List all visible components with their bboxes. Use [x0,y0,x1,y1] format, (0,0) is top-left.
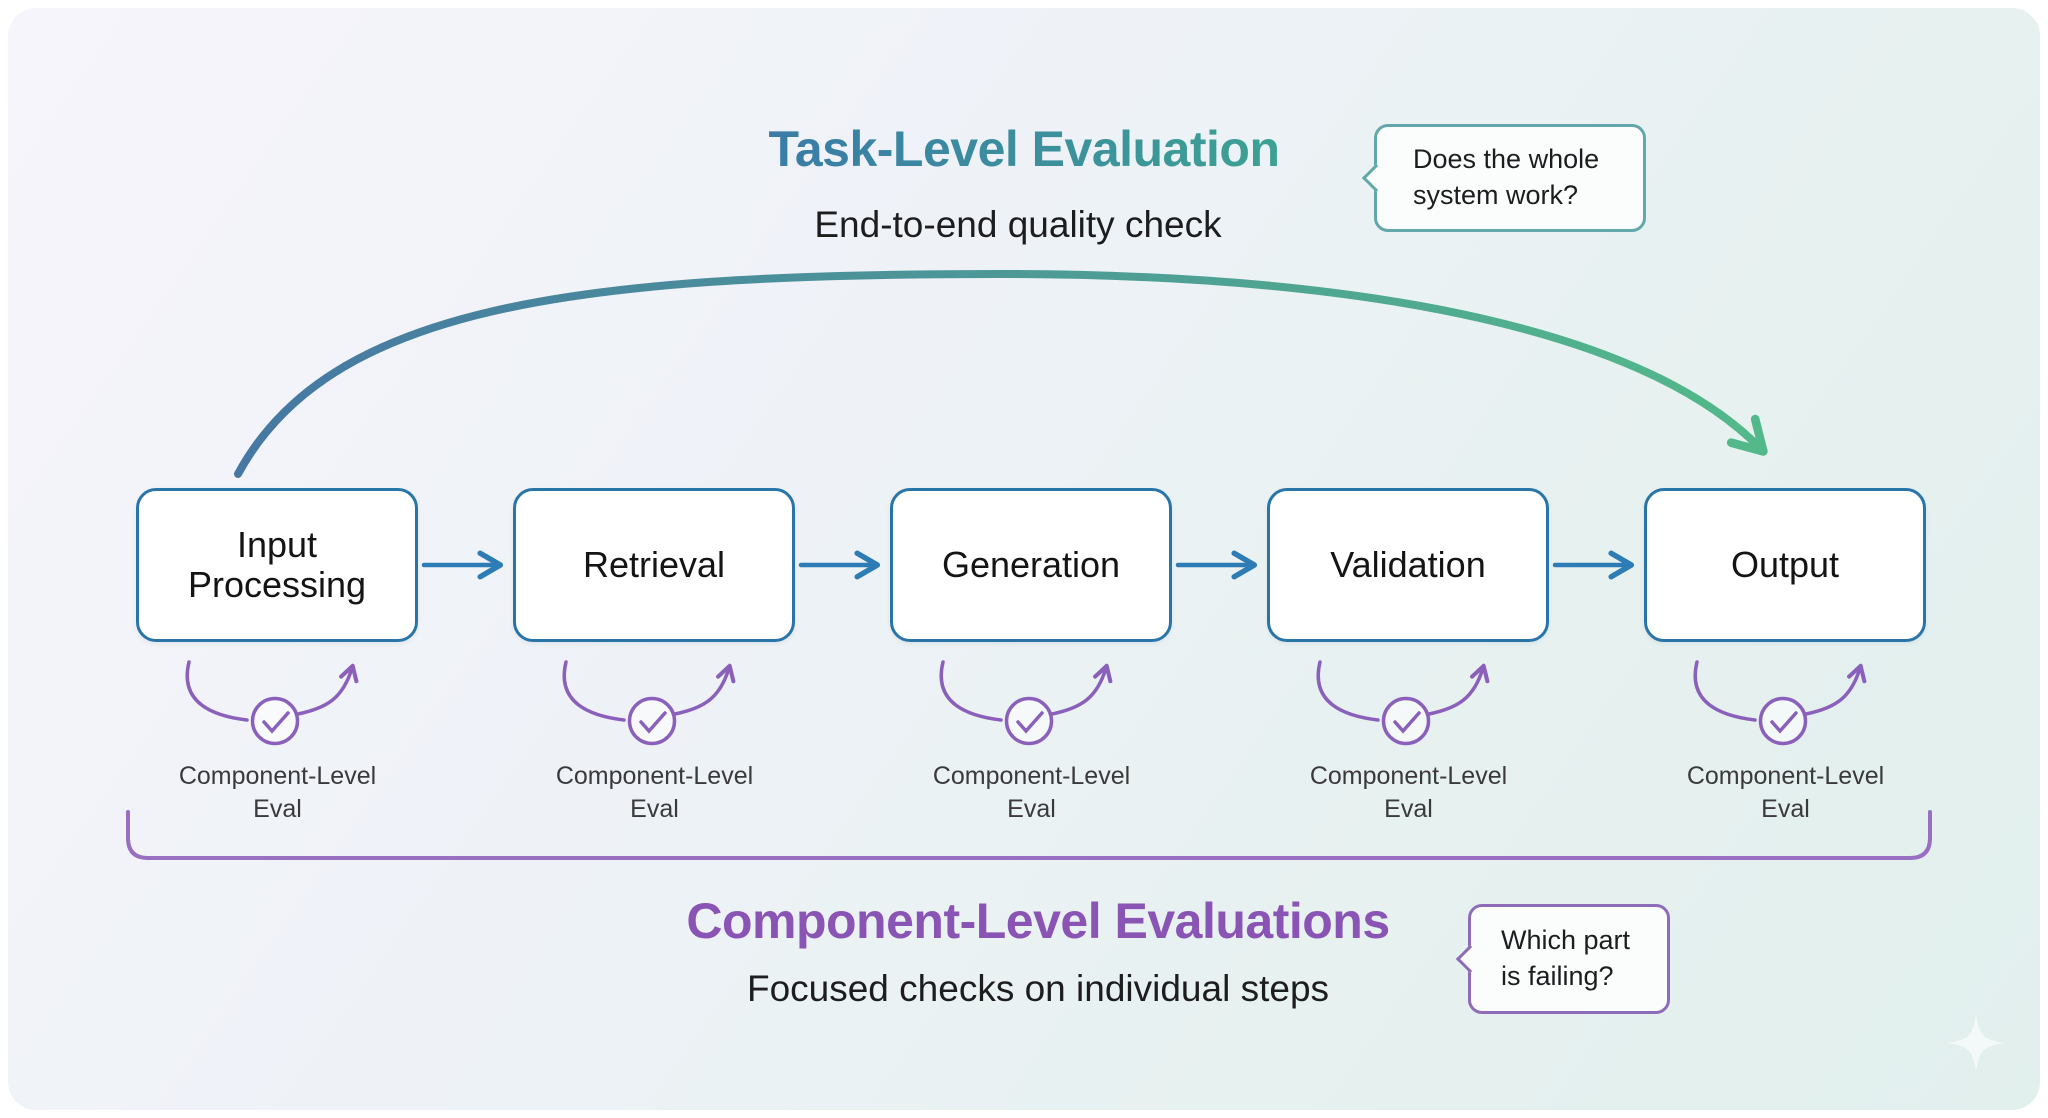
task-bubble-line-2: system work? [1413,180,1579,210]
component-eval-title: Component-Level Evaluations [686,893,1390,949]
component-loop-input-processing [185,660,359,746]
task-eval-arc-arrow [234,269,1768,478]
check-icon [262,711,290,734]
component-eval-label-output: Component-Level Eval [1686,762,1885,823]
diagram-canvas: Task-Level Evaluation End-to-end quality… [8,8,2040,1110]
component-eval-label-generation: Component-Level Eval [932,762,1131,823]
stage-label: Generation [941,543,1121,585]
check-icon [1016,711,1044,734]
component-bracket [126,810,1932,860]
stage-box-output: Output [1644,488,1926,642]
component-bubble-line-2: is failing? [1501,961,1614,991]
check-icon [1393,711,1421,734]
check-icon [639,711,667,734]
task-eval-subtitle: End-to-end quality check [814,204,1222,245]
stage-box-input-processing: Input Processing [136,488,418,642]
component-eval-subtitle: Focused checks on individual steps [746,968,1330,1009]
stage-label: Input Processing [187,523,367,605]
stage-box-generation: Generation [890,488,1172,642]
stage-box-retrieval: Retrieval [513,488,795,642]
stage-label: Validation [1330,543,1486,585]
check-icon [1770,711,1798,734]
component-eval-speech-bubble: Which part is failing? [1468,904,1670,1014]
sparkle-watermark-icon [1947,1014,2005,1072]
component-loop-output [1693,660,1867,746]
task-eval-speech-bubble: Does the whole system work? [1374,124,1646,232]
component-loop-validation [1316,660,1490,746]
component-loop-generation [939,660,1113,746]
component-loop-retrieval [562,660,736,746]
task-bubble-line-1: Does the whole [1413,144,1600,175]
connector-layer [126,269,2005,1072]
component-eval-label-input-processing: Component-Level Eval [178,762,377,823]
component-eval-label-validation: Component-Level Eval [1309,762,1508,823]
component-eval-label-retrieval: Component-Level Eval [555,762,754,823]
task-eval-title: Task-Level Evaluation [768,121,1280,177]
component-bubble-line-1: Which part [1501,925,1631,956]
stage-label: Output [1730,543,1840,585]
stage-box-validation: Validation [1267,488,1549,642]
stage-label: Retrieval [582,543,726,585]
